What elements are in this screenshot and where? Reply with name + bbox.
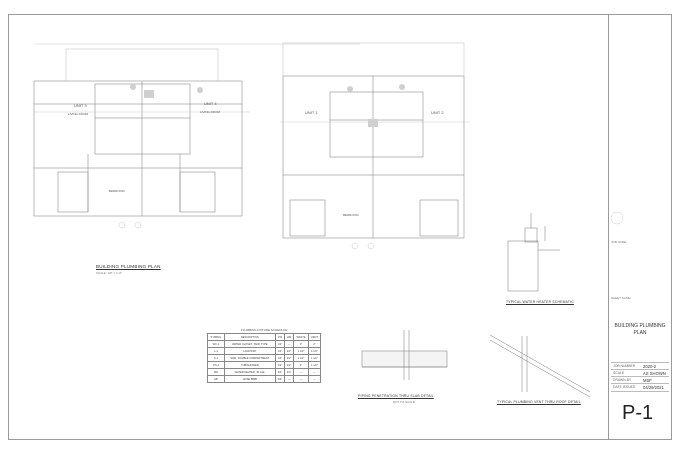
table-cell: 1/2" xyxy=(274,354,285,362)
unit-1-label: UNIT 1 xyxy=(305,110,318,115)
job-name-label: JOB NAME xyxy=(611,240,627,244)
schedule-caption: PLUMBING FIXTURE SCHEDULE xyxy=(240,328,288,332)
sheet-title: BUILDING PLUMBING PLAN xyxy=(614,323,666,336)
plan-scale: SCALE: 1/8" = 1'-0" xyxy=(96,271,123,275)
table-cell: 1 1/2" xyxy=(307,361,322,369)
table-header-cell: WASTE xyxy=(293,333,309,341)
table-cell: HOSE BIBB xyxy=(223,375,276,383)
table-cell: 3/4" xyxy=(274,368,285,376)
table-header-cell: HW xyxy=(283,333,295,341)
plan-title: BUILDING PLUMBING PLAN xyxy=(96,264,161,269)
table-cell: SINK, DOUBLE COMPARTMENT xyxy=(223,354,276,362)
unit-2-label: UNIT 2 xyxy=(431,110,444,115)
table-header: SYMBOL DESCRIPTION CW HW WASTE VENT xyxy=(207,333,322,341)
table-header-cell: CW xyxy=(274,333,285,341)
table-cell: 1/2" xyxy=(283,354,295,362)
table-cell: — xyxy=(283,340,295,348)
table-cell: 1/2" xyxy=(274,361,285,369)
table-cell: — xyxy=(283,375,295,383)
table-cell: — xyxy=(307,368,322,376)
unit-3-label: UNIT 3 xyxy=(74,103,87,108)
table-cell: — xyxy=(307,375,322,383)
room-label: BEDROOM xyxy=(343,213,359,217)
vent-detail-title: TYPICAL PLUMBING VENT THRU ROOF DETAIL xyxy=(497,400,581,404)
room-label: BEDROOM xyxy=(109,189,125,193)
table-header-cell: DESCRIPTION xyxy=(223,333,276,341)
table-header-cell: VENT xyxy=(307,333,322,341)
table-cell: WATER HEATER, 40 GAL xyxy=(223,368,276,376)
table-cell: 1/2" xyxy=(274,347,285,355)
table-cell: WC-1 xyxy=(207,340,225,348)
unit-4-label: UNIT 4 xyxy=(204,101,217,106)
table-cell: 3/4" xyxy=(283,368,295,376)
table-cell: T/S-1 xyxy=(207,361,225,369)
table-cell: LAVATORY xyxy=(223,347,276,355)
table-cell: S-1 xyxy=(207,354,225,362)
table-cell: 1/2" xyxy=(274,340,285,348)
sheet-number: P-1 xyxy=(622,402,654,424)
table-cell: WATER CLOSET, TANK TYPE xyxy=(223,340,276,348)
table-cell: 1 1/2" xyxy=(307,347,322,355)
table-header-cell: SYMBOL xyxy=(207,333,225,341)
title-block xyxy=(608,14,672,440)
table-cell: 1 1/2" xyxy=(293,354,309,362)
table-cell: L-1 xyxy=(207,347,225,355)
table-cell: HB xyxy=(207,375,225,383)
table-cell: TUB/SHOWER xyxy=(223,361,276,369)
table-cell: 1/2" xyxy=(283,347,295,355)
table-cell: WH xyxy=(207,368,225,376)
table-cell: 1/2" xyxy=(283,361,295,369)
fixture-schedule: SYMBOL DESCRIPTION CW HW WASTE VENT WC-1… xyxy=(207,333,322,383)
table-cell: — xyxy=(293,368,309,376)
slab-detail-nts: NOT TO SCALE xyxy=(393,400,415,404)
table-cell: 3" xyxy=(293,340,309,348)
drawing-border xyxy=(8,14,672,440)
room-label: LIVING ROOM xyxy=(68,112,89,116)
table-cell: 2" xyxy=(293,361,309,369)
table-cell: 2" xyxy=(307,340,322,348)
room-label: LIVING ROOM xyxy=(200,110,221,114)
table-cell: 1 1/2" xyxy=(293,347,309,355)
sheet-name-label: SHEET NAME xyxy=(611,296,631,300)
water-heater-title: TYPICAL WATER HEATER SCHEMATIC xyxy=(506,300,574,304)
table-cell: 1 1/2" xyxy=(307,354,322,362)
table-cell: 3/4" xyxy=(274,375,285,383)
table-cell: — xyxy=(293,375,309,383)
slab-detail-title: PIPING PENETRATION THRU SLAB DETAIL xyxy=(358,394,434,398)
